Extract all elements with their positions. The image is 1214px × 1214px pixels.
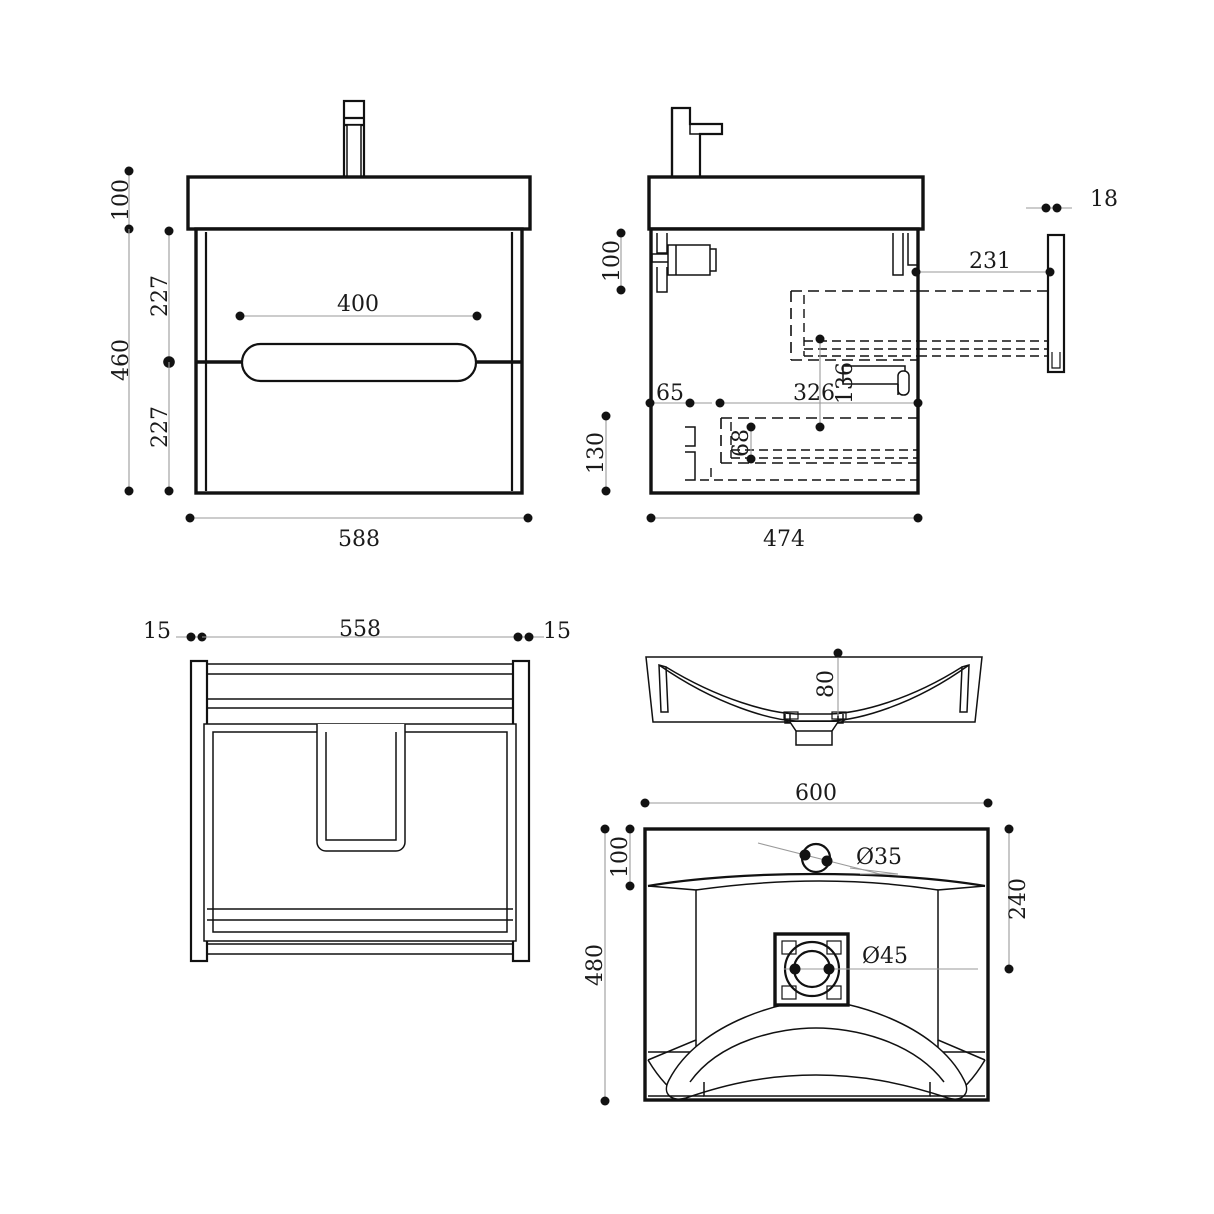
dim-label-130: 130 [584,432,609,474]
wall-rail-assembly [918,290,1048,357]
dimension-68: 68 [729,422,756,464]
dim-label-227-upper: 227 [148,275,173,317]
dim-label-558: 558 [339,617,381,642]
faucet-side-icon [670,106,724,180]
dim-label-240: 240 [1006,878,1031,920]
top-drawer-runner-right [892,233,919,276]
dimension-100-front: 100 [109,166,134,234]
dim-label-68: 68 [729,429,754,457]
top-drawer-runner-left [651,233,717,293]
basin-side-slab [647,175,925,231]
dimension-474: 474 [646,513,923,552]
dimension-100-plan: 100 [608,824,635,891]
dim-label-100-side: 100 [600,240,625,282]
dim-label-460: 460 [109,339,134,381]
lower-drawer-runner-left [685,426,696,481]
basin-plan-bowl [647,872,986,1061]
dimension-100-side: 100 [600,228,626,295]
dimension-600: 600 [640,781,993,808]
front-elevation-view: 100 460 227 227 [109,99,533,552]
basin-section-view: 80 [645,648,983,746]
basin-section-outer [645,656,983,723]
dimension-15-left: 15 [143,619,212,644]
dim-label-231: 231 [969,249,1011,274]
cabinet-plan-top-rails [207,663,513,709]
dim-label-400: 400 [337,292,379,317]
cabinet-plan-siphon-cutout [316,724,406,852]
dimension-558: 558 [202,617,518,642]
wall-bracket-plate [1046,233,1066,374]
faucet-front-icon [342,99,366,182]
dim-label-18: 18 [1090,187,1118,212]
dim-label-600: 600 [795,781,837,806]
dim-label-100-front: 100 [109,179,134,221]
basin-plan-view: Ø35 Ø45 [583,781,1031,1106]
dimension-18: 18 [1026,187,1118,213]
dimension-136: 136 [815,334,858,432]
dimension-480: 480 [583,824,610,1106]
dim-label-136: 136 [833,362,858,404]
dim-label-480: 480 [583,944,608,986]
dimension-460-front: 460 [109,229,134,496]
dimension-326: 326 [715,381,923,408]
basin-plan-bottom-shape [647,999,986,1100]
drawer-handle-front [240,342,478,383]
side-elevation-view: 100 18 231 65 [584,106,1118,552]
dim-label-dia35: Ø35 [856,845,902,870]
drawer-catch-detail [842,365,910,396]
dimension-130: 130 [584,411,611,496]
dim-label-474: 474 [763,527,805,552]
basin-section-bowl [658,663,970,722]
waste-hole-icon [773,932,978,1007]
dimension-65: 65 [645,381,712,408]
cabinet-plan-bottom-rails [207,908,513,955]
dim-label-100-plan: 100 [608,836,633,878]
dim-label-15-right: 15 [543,619,571,644]
dimension-80: 80 [814,648,843,716]
basin-section-waste [783,711,847,746]
dim-label-80: 80 [814,670,839,698]
tap-hole-icon [757,842,899,875]
lower-drawer-hidden-outline [700,417,918,481]
dimension-227-upper-front: 227 [148,226,175,368]
cabinet-plan-view: 15 558 15 [143,617,571,963]
dimension-400-front: 400 [235,292,482,321]
dim-label-15-left: 15 [143,619,171,644]
dim-label-588: 588 [338,527,380,552]
dim-label-326: 326 [793,381,835,406]
basin-front-slab [186,175,532,231]
dim-label-65: 65 [656,381,684,406]
dimension-15-right: 15 [508,619,571,644]
dimension-227-lower-front: 227 [148,362,174,496]
dimension-231: 231 [911,249,1055,277]
dimension-588-front: 588 [185,513,533,552]
dimension-240: 240 [1004,824,1031,974]
dim-label-227-lower: 227 [148,406,173,448]
dim-label-dia45: Ø45 [862,944,908,969]
